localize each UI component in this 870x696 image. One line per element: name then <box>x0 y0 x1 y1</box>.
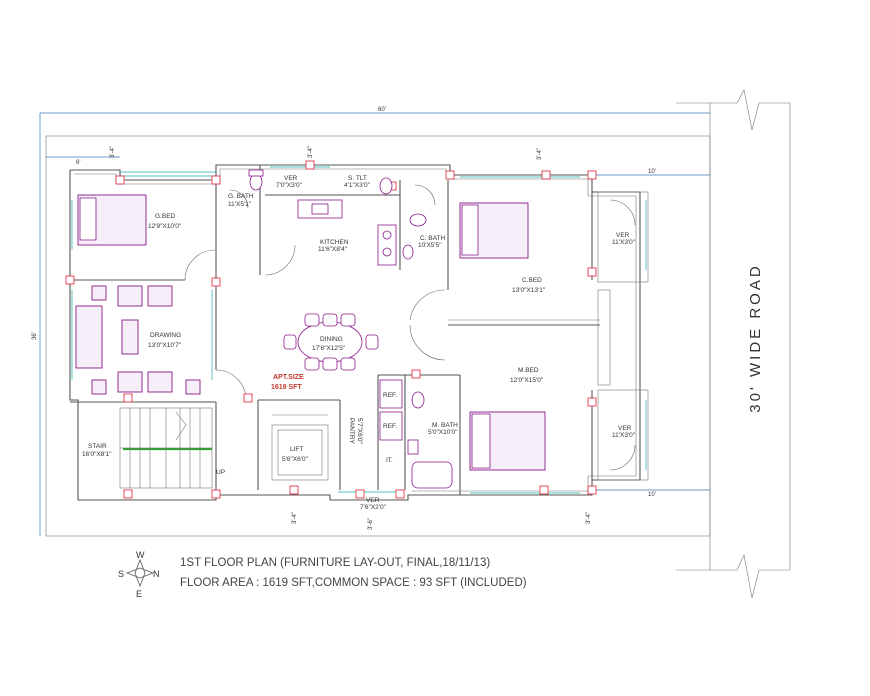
setback-a: 3'-4" <box>110 146 116 158</box>
room-size-ver-bottom: 7'6"X2'0" <box>360 504 387 511</box>
room-name-dining: DINING <box>320 336 343 343</box>
setback-c: 3'-4" <box>537 148 543 160</box>
room-name-tlt: S. TLT <box>348 175 367 182</box>
road-boundary-left <box>676 89 790 131</box>
room-name-mbed: M.BED <box>518 367 539 374</box>
setback-b: 3'-4" <box>308 146 314 158</box>
room-size-gbath: 11'X5'1" <box>228 201 252 208</box>
room-size-mbath: 5'0"X10'0" <box>428 429 458 436</box>
room-name-cbath: C. BATH <box>420 235 445 242</box>
balcony-railing <box>597 289 611 386</box>
setback-f: 3'-6" <box>368 518 374 530</box>
compass-s: S <box>118 569 124 579</box>
windows <box>71 166 647 494</box>
overall-width-dim: 60' <box>378 107 386 113</box>
room-size-cbed: 13'0"X13'1" <box>512 287 546 294</box>
sanitary-fixtures <box>248 169 453 489</box>
room-size-kitchen: 11'6"X8'4" <box>318 246 348 253</box>
road-boundary-bottom <box>676 554 790 599</box>
room-size-pantry: 5'7"X6'0" <box>356 418 363 445</box>
room-name-lift: LIFT <box>290 446 303 453</box>
room-name-ver-r2: VER <box>618 425 632 432</box>
room-name-ver-r1: VER <box>616 232 630 239</box>
room-size-ver-r1: 11'X3'0" <box>612 239 636 246</box>
room-name-stair: STAIR <box>88 443 107 450</box>
room-size-stair: 16'0"X8'1" <box>82 451 112 458</box>
compass-w: W <box>136 550 145 560</box>
setback-e: 3'-4" <box>586 512 592 524</box>
compass-rose: W S N E <box>118 550 160 599</box>
kitchen-counter <box>297 199 397 266</box>
overall-depth-dim: 36' <box>32 332 38 340</box>
room-size-lift: 5'6"X6'0" <box>282 456 309 463</box>
room-name-gbath: G. BATH <box>228 193 254 200</box>
fixture-ref-1: REF. <box>383 392 397 399</box>
room-name-drawing: DRAWING <box>150 332 181 339</box>
bed-mbed <box>469 411 546 471</box>
road-label: 30' WIDE ROAD <box>747 263 764 412</box>
verandah-right-top <box>597 191 649 283</box>
left-offset-dim: 6' <box>76 160 80 166</box>
plan-title: 1ST FLOOR PLAN (FURNITURE LAY-OUT, FINAL… <box>180 557 490 569</box>
fixture-it: IT. <box>386 457 393 464</box>
room-size-ver-top: 7'0"X3'0" <box>276 182 303 189</box>
apt-size-label: APT.SIZE <box>273 374 304 381</box>
fixture-ref-2: REF. <box>383 423 397 430</box>
room-name-mbath: M. BATH <box>432 422 458 429</box>
room-name-ver-bottom: VER <box>366 497 380 504</box>
bed-cbed <box>459 202 529 259</box>
right-bottom-dim: 10' <box>648 492 656 498</box>
room-size-dining: 17'6"X12'5" <box>312 345 346 352</box>
room-size-mbed: 12'0"X15'0" <box>510 377 544 384</box>
room-size-tlt: 4'1"X3'0" <box>344 182 371 189</box>
compass-e: E <box>136 589 142 599</box>
room-name-gbed: G.BED <box>155 213 176 220</box>
setback-d: 3'-4" <box>292 512 298 524</box>
lift-shaft <box>271 414 329 481</box>
bed-gbed <box>77 194 147 246</box>
room-size-gbed: 12'9"X10'0" <box>148 223 182 230</box>
room-name-ver-top: VER <box>284 175 298 182</box>
columns <box>65 160 597 499</box>
plot-boundary <box>45 135 711 537</box>
staircase <box>119 407 213 489</box>
verandah-right-bottom <box>597 389 649 481</box>
room-name-kitchen: KITCHEN <box>320 239 349 246</box>
room-size-drawing: 13'0"X10'7" <box>148 342 182 349</box>
room-size-cbath: 10'X5'5" <box>418 242 442 249</box>
dining-set <box>283 313 379 371</box>
room-size-ver-r2: 11'X3'0" <box>612 432 636 439</box>
room-name-pantry: PANTRY <box>348 418 355 444</box>
sofa-set <box>75 285 201 395</box>
doors <box>184 184 636 471</box>
plan-area: FLOOR AREA : 1619 SFT,COMMON SPACE : 93 … <box>180 577 527 589</box>
right-top-dim: 10' <box>648 169 656 175</box>
apt-size-value: 1619 SFT <box>271 384 302 391</box>
compass-n: N <box>153 569 160 579</box>
stair-up-label: UP <box>216 469 225 476</box>
room-name-cbed: C.BED <box>522 277 542 284</box>
